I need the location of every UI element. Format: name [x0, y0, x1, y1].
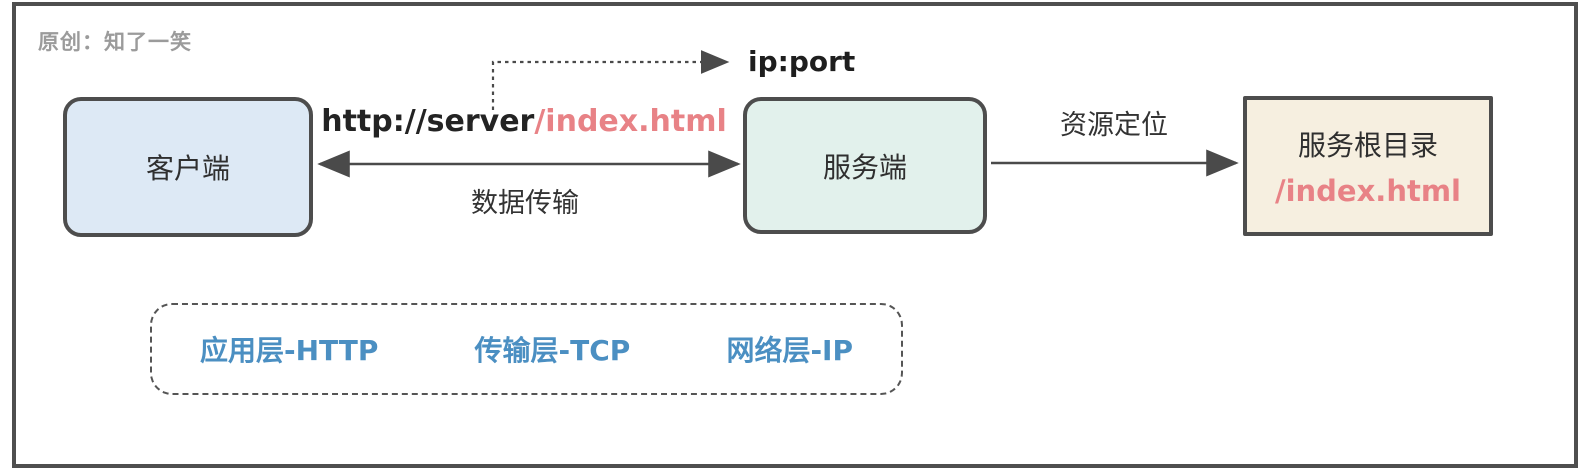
client-node-label: 客户端 — [145, 152, 230, 185]
client-node: 客户端 — [63, 97, 313, 237]
request-url-host: http://server — [321, 104, 535, 139]
protocol-layers-box: 应用层-HTTP 传输层-TCP 网络层-IP — [150, 303, 903, 395]
data-transfer-label: 数据传输 — [471, 188, 579, 219]
root-dir-path: /index.html — [1275, 174, 1461, 208]
watermark-text: 原创：知了一笑 — [38, 30, 192, 54]
server-node: 服务端 — [743, 97, 987, 234]
root-dir-label: 服务根目录 — [1297, 129, 1438, 162]
request-url-label: http://server/index.html — [321, 104, 727, 139]
layer-item-ip: 网络层-IP — [726, 334, 853, 367]
server-node-label: 服务端 — [822, 150, 907, 184]
resource-locate-label: 资源定位 — [1060, 110, 1168, 141]
outer-frame — [12, 2, 1578, 468]
layer-item-tcp: 传输层-TCP — [474, 334, 631, 367]
root-dir-node: 服务根目录 /index.html — [1243, 96, 1493, 236]
request-url-path: /index.html — [534, 104, 727, 139]
ip-port-label: ip:port — [748, 45, 856, 78]
layer-item-http: 应用层-HTTP — [200, 334, 379, 367]
